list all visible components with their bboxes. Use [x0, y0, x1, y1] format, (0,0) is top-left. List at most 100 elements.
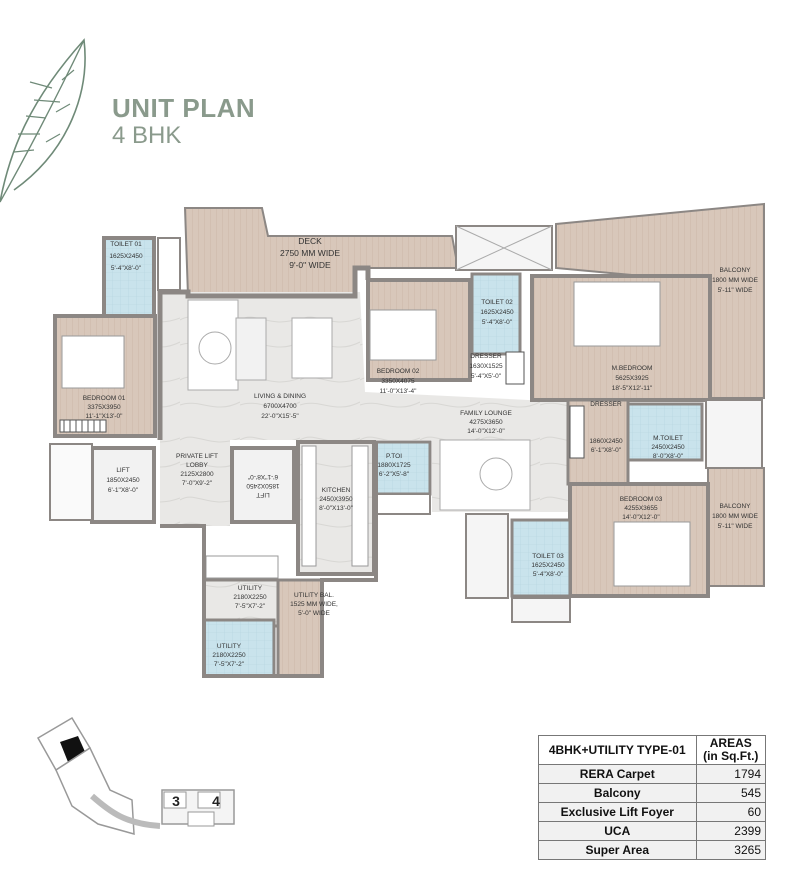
- dresser1-dim2: 5'-4"X5'-0": [471, 373, 502, 380]
- ptoi-dim2: 6'-2"X5'-8": [379, 471, 410, 478]
- page-title: UNIT PLAN: [112, 93, 256, 123]
- toilet02-dim1: 1625X2450: [480, 309, 514, 316]
- living-name: LIVING & DINING: [254, 393, 306, 400]
- utilitybal-name: UTILITY BAL.: [294, 592, 334, 599]
- toilet02-dim2: 5'-4"X8'-0": [482, 319, 513, 326]
- mtoilet-room: [626, 402, 704, 462]
- toilet02-name: TOILET 02: [481, 299, 513, 306]
- deck-name: DECK: [298, 236, 322, 246]
- mbedroom-dim1: 5625X3925: [615, 375, 649, 382]
- toilet01-dim1: 1625X2450: [109, 253, 143, 260]
- page-subtitle: 4 BHK: [112, 122, 182, 149]
- balcony2-name: BALCONY: [719, 503, 751, 510]
- toilet03-room: [510, 518, 572, 598]
- bedroom01-name: BEDROOM 01: [83, 395, 126, 402]
- toilet01-name: TOILET 01: [110, 241, 142, 248]
- kitchen-name: KITCHEN: [322, 487, 351, 494]
- family-dim2: 14'-0"X12'-0": [467, 428, 505, 435]
- lift2-name: LIFT: [256, 491, 269, 498]
- row-label: UCA: [538, 821, 697, 841]
- dresser2-dim2: 6'-1"X8'-0": [591, 447, 622, 454]
- table-row: UCA 2399: [538, 821, 766, 841]
- utility1-dim1: 2180X2250: [233, 594, 267, 601]
- bedroom01-dim1: 3375X3950: [87, 404, 121, 411]
- deck-dim2: 9'-0" WIDE: [289, 260, 331, 270]
- utility2-dim1: 2180X2250: [212, 652, 246, 659]
- lift1-name: LIFT: [116, 467, 129, 474]
- table-row: Super Area 3265: [538, 840, 766, 860]
- mtoilet-dim2: 8'-0"X8'-0": [653, 453, 684, 460]
- table-header-areas: AREAS (in Sq.Ft.): [695, 735, 766, 765]
- utility1-name: UTILITY: [238, 585, 263, 592]
- utilitybal-dim2: 5'-0" WIDE: [298, 610, 330, 617]
- bedroom03-dim2: 14'-0"X12'-0": [622, 514, 660, 521]
- table-header-row: 4BHK+UTILITY TYPE-01 AREAS (in Sq.Ft.): [538, 735, 766, 765]
- lift1-dim1: 1850X2450: [106, 477, 140, 484]
- family-dim1: 4275X3650: [469, 419, 503, 426]
- tower-4-label: 4: [212, 793, 220, 809]
- lift2-room: [230, 446, 296, 524]
- dresser2-dim1: 1860X2450: [589, 438, 623, 445]
- table-row: Exclusive Lift Foyer 60: [538, 802, 766, 822]
- utility2-name: UTILITY: [217, 643, 242, 650]
- toilet01-room: [102, 236, 156, 318]
- mtoilet-name: M.TOILET: [653, 435, 683, 442]
- kitchen-dim2: 8'-0"X13'-0": [319, 505, 354, 512]
- balcony1-dim1: 1800 MM WIDE: [712, 277, 759, 284]
- bedroom03-name: BEDROOM 03: [620, 496, 663, 503]
- lift1-room: [90, 446, 156, 524]
- utilitybal-dim1: 1525 MM WIDE,: [290, 601, 338, 608]
- row-value: 60: [695, 802, 766, 822]
- dresser2-name: DRESSER: [590, 401, 622, 408]
- row-value: 1794: [695, 764, 766, 784]
- ptoi-name: P.TOI: [386, 453, 402, 460]
- bedroom03-dim1: 4255X3655: [624, 505, 658, 512]
- balcony2-dim1: 1800 MM WIDE: [712, 513, 759, 520]
- row-value: 2399: [695, 821, 766, 841]
- utilitybal-room: [276, 578, 324, 678]
- row-value: 545: [695, 783, 766, 803]
- lobby-name2: LOBBY: [186, 462, 208, 469]
- bedroom02-dim2: 11'-0"X13'-4": [380, 388, 418, 395]
- balcony2-dim2: 5'-11" WIDE: [718, 523, 754, 530]
- living-dim1: 6700X4700: [263, 403, 297, 410]
- table-header-areas-2: (in Sq.Ft.): [703, 749, 759, 763]
- row-label: RERA Carpet: [538, 764, 697, 784]
- lobby-floor: [160, 440, 230, 526]
- table-header-areas-1: AREAS: [709, 736, 752, 750]
- row-value: 3265: [695, 840, 766, 860]
- dresser1-dim1: 1630X1525: [469, 363, 503, 370]
- lift1-dim2: 6'-1"X8'-0": [108, 487, 139, 494]
- table-row: RERA Carpet 1794: [538, 764, 766, 784]
- deck-dim1: 2750 MM WIDE: [280, 248, 340, 258]
- bedroom01-dim2: 11'-1"X13'-0": [86, 413, 124, 420]
- ptoi-dim1: 1880X1725: [377, 462, 411, 469]
- row-label: Super Area: [538, 840, 697, 860]
- utility2-dim2: 7'-5"X7'-2": [214, 661, 245, 668]
- mtoilet-dim1: 2450X2450: [651, 444, 685, 451]
- living-dim2: 22'-0"X15'-5": [261, 413, 299, 420]
- bedroom02-name: BEDROOM 02: [377, 368, 420, 375]
- kitchen-dim1: 2450X3950: [319, 496, 353, 503]
- lobby-name: PRIVATE LIFT: [176, 453, 218, 460]
- leaf-decoration-icon: [0, 38, 86, 203]
- lift2-dim1: 1850X2450: [246, 482, 280, 489]
- balcony1-dim2: 5'-11" WIDE: [718, 287, 754, 294]
- table-row: Balcony 545: [538, 783, 766, 803]
- balcony1-name: BALCONY: [719, 267, 751, 274]
- key-plan: 3 4: [36, 716, 235, 836]
- row-label: Exclusive Lift Foyer: [538, 802, 697, 822]
- dresser1-name: DRESSER: [470, 353, 502, 360]
- mbedroom-name: M.BEDROOM: [612, 365, 653, 372]
- tower-3-label: 3: [172, 793, 180, 809]
- lobby-dim2: 7'-0"X9'-2": [182, 480, 213, 487]
- toilet03-name: TOILET 03: [532, 553, 564, 560]
- toilet03-dim1: 1625X2450: [531, 562, 565, 569]
- areas-table: 4BHK+UTILITY TYPE-01 AREAS (in Sq.Ft.) R…: [538, 735, 766, 860]
- family-name: FAMILY LOUNGE: [460, 410, 512, 417]
- toilet01-dim2: 5'-4"X8'-0": [111, 265, 142, 272]
- table-header-type: 4BHK+UTILITY TYPE-01: [538, 735, 697, 765]
- mbedroom-dim2: 18'-5"X12'-11": [612, 385, 653, 392]
- toilet03-dim2: 5'-4"X8'-0": [533, 571, 564, 578]
- lift2-dim2: 6'-1"X8'-0": [247, 473, 278, 480]
